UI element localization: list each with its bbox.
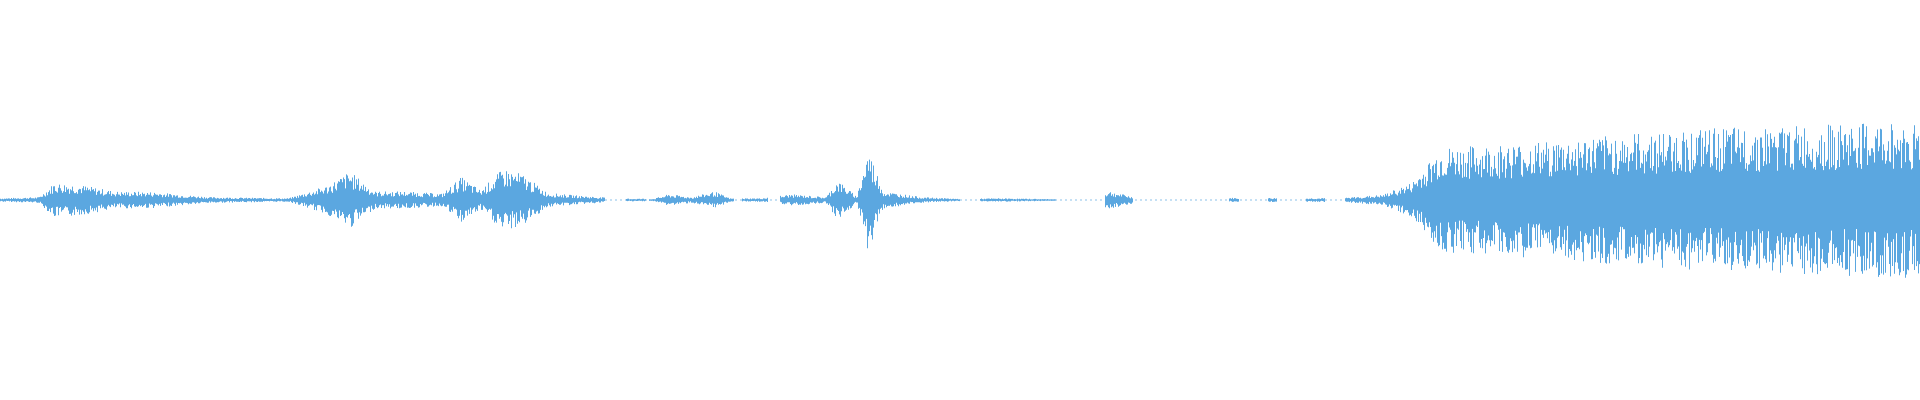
waveform-samples: [0, 123, 1920, 278]
